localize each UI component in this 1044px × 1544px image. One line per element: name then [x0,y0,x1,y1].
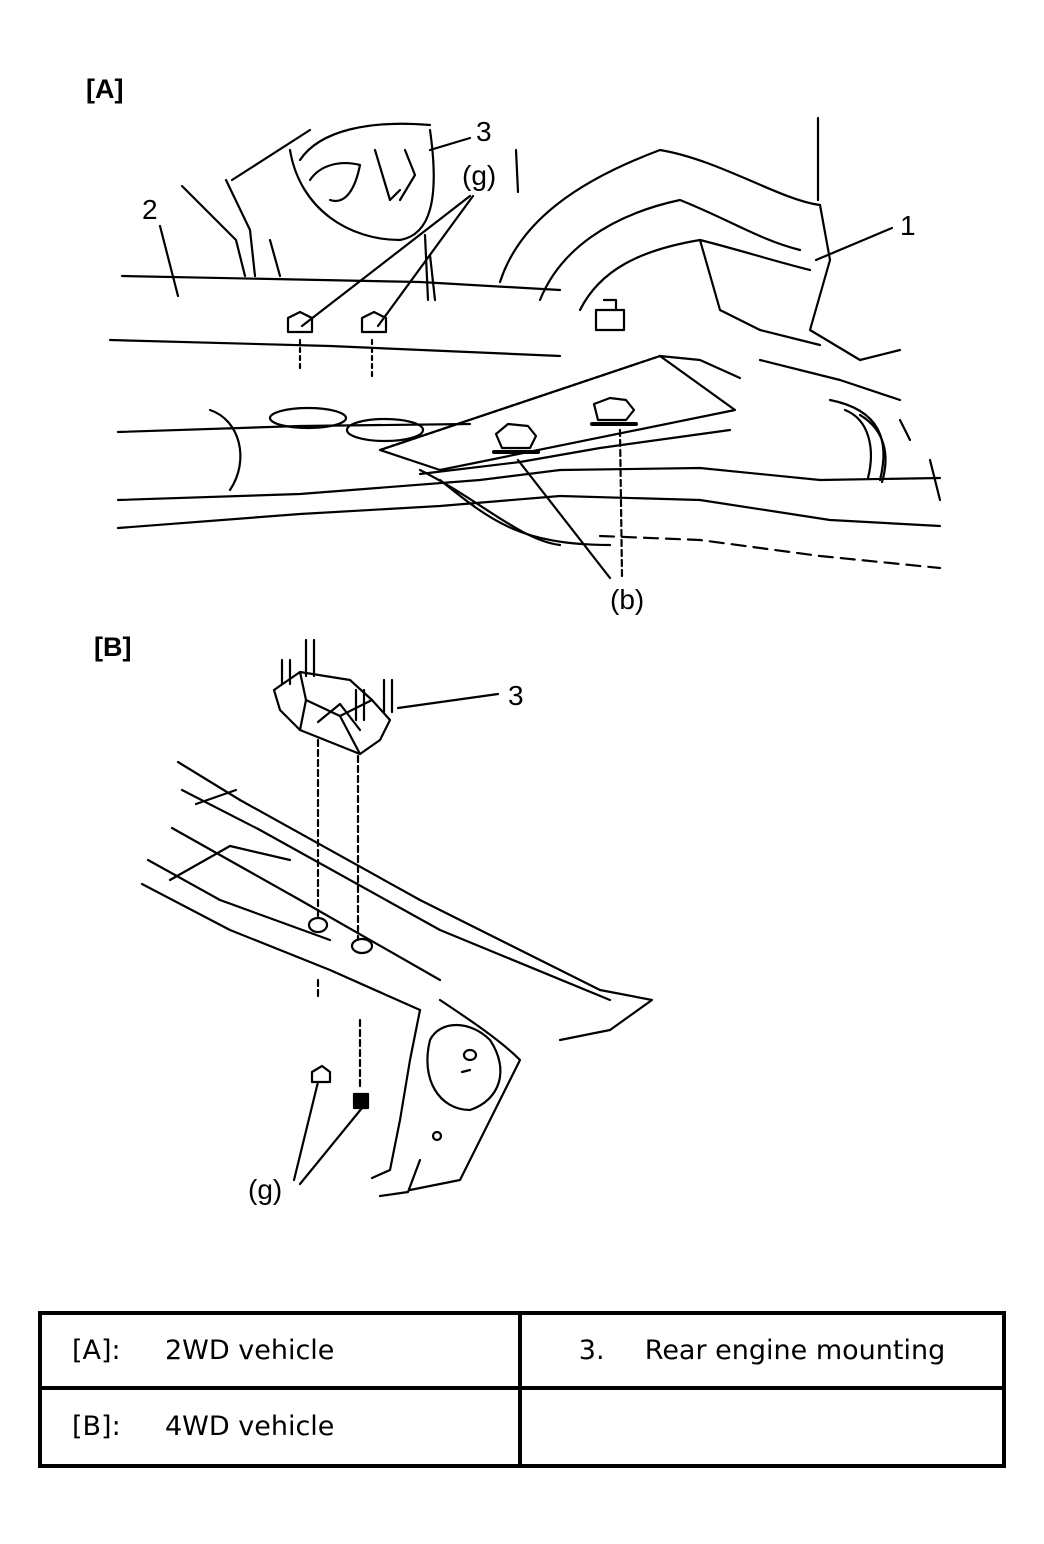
panel-b-label: [B] [94,632,132,662]
callout-b-a: (b) [610,584,645,615]
legend-row-2-right [522,1390,1002,1465]
callout-g-a: (g) [462,160,497,191]
panel-a-drawing [108,116,942,580]
panel-b-drawing [140,638,654,1198]
callout-3-a: 3 [476,116,492,147]
callout-2: 2 [142,194,158,225]
legend-row-1-left: [A]: 2WD vehicle [42,1315,522,1390]
callout-g-b: (g) [248,1174,283,1205]
legend-number: 3. [578,1334,605,1366]
legend-description: Rear engine mounting [644,1334,946,1366]
legend-text: 4WD vehicle [165,1411,335,1443]
panel-a-label: [A] [86,74,124,104]
line-drawing [108,116,942,1198]
legend-table: [A]: 2WD vehicle 3. Rear engine mounting… [38,1311,1006,1468]
callout-1: 1 [900,210,916,241]
legend-row-1-right: 3. Rear engine mounting [522,1315,1002,1390]
callout-3-b: 3 [508,680,524,711]
legend-key: [A]: [72,1334,121,1366]
legend-text: 2WD vehicle [165,1334,335,1366]
legend-row-2-left: [B]: 4WD vehicle [42,1389,522,1464]
legend-key: [B]: [72,1411,121,1443]
figure: [A] 1 2 3 (g) (b) [B] 3 (g) [86,74,942,1205]
